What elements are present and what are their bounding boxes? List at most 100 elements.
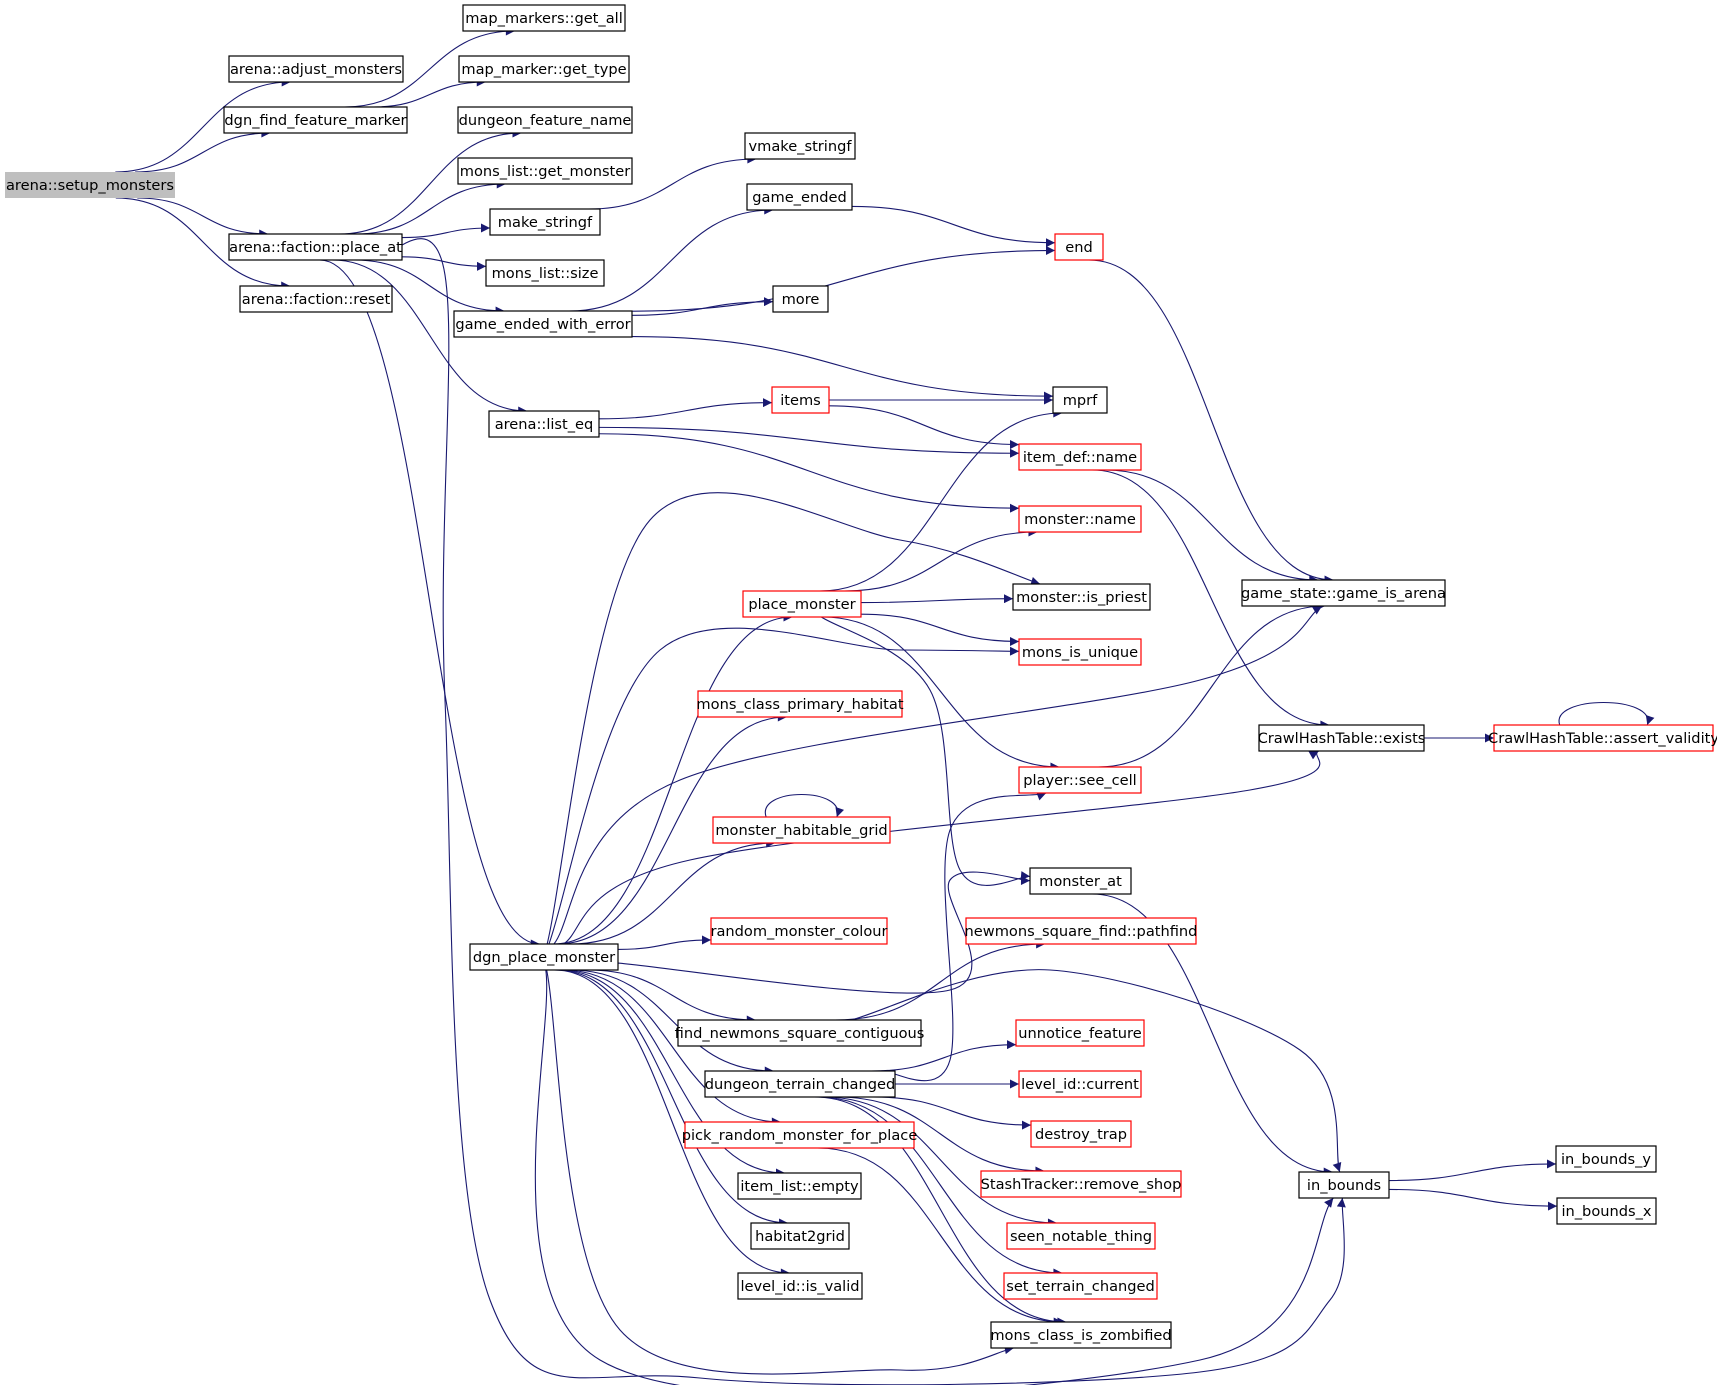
- node-label: level_id::is_valid: [740, 1278, 859, 1295]
- edge-dgn_place_monster-to-exists: [563, 750, 1321, 945]
- node-label: habitat2grid: [755, 1228, 845, 1245]
- node-see-cell[interactable]: player::see_cell: [1018, 766, 1142, 794]
- node-box: [744, 132, 856, 160]
- edge-place_at-to-make_stringf: [401, 223, 491, 239]
- node-label: item_list::empty: [740, 1178, 859, 1195]
- node-box: [697, 690, 903, 718]
- edge-place_monster-to-mons_is_unique: [860, 613, 1020, 646]
- edge-game_ended_with_error-to-game_ended: [569, 205, 774, 312]
- node-get-monster[interactable]: mons_list::get_monster: [457, 157, 633, 185]
- node-box: [1012, 583, 1151, 611]
- node-box: [228, 55, 404, 83]
- node-mons-is-unique[interactable]: mons_is_unique: [1018, 638, 1142, 666]
- node-level-id-is-valid[interactable]: level_id::is_valid: [737, 1272, 863, 1300]
- node-game-ended-with-error[interactable]: game_ended_with_error: [453, 310, 633, 338]
- node-pick-random-monster-for-place[interactable]: pick_random_monster_for_place: [682, 1121, 918, 1149]
- node-place-at[interactable]: arena::faction::place_at: [228, 233, 403, 261]
- node-setup-monsters[interactable]: arena::setup_monsters: [5, 172, 175, 198]
- node-label: player::see_cell: [1023, 772, 1136, 789]
- node-adjust-monsters[interactable]: arena::adjust_monsters: [228, 55, 404, 83]
- node-label: newmons_square_find::pathfind: [965, 923, 1198, 940]
- node-find-newmons-square-contiguous[interactable]: find_newmons_square_contiguous: [675, 1019, 925, 1047]
- node-label: arena::adjust_monsters: [230, 61, 402, 78]
- node-label: mons_list::get_monster: [460, 163, 631, 180]
- node-reset[interactable]: arena::faction::reset: [239, 285, 393, 313]
- node-box: [746, 183, 853, 211]
- node-monster-habitable-grid[interactable]: monster_habitable_grid: [712, 816, 891, 844]
- edge-dgn_place_monster-to-random_monster_colour: [617, 935, 712, 951]
- node-dgn-find-feature-marker[interactable]: dgn_find_feature_marker: [223, 106, 408, 134]
- node-label: place_monster: [748, 596, 855, 613]
- node-label: arena::faction::reset: [242, 291, 391, 308]
- edge-dgn_place_monster-to-is_priest: [546, 492, 1041, 945]
- node-seen-notable-thing[interactable]: seen_notable_thing: [1006, 1222, 1156, 1250]
- node-assert-validity[interactable]: CrawlHashTable::assert_validity: [1488, 724, 1717, 752]
- node-level-id-current[interactable]: level_id::current: [1018, 1070, 1142, 1098]
- node-mons-class-primary-habitat[interactable]: mons_class_primary_habitat: [696, 690, 904, 718]
- node-label: random_monster_colour: [710, 923, 887, 940]
- edge-dungeon_terrain_changed-to-seen_notable_thing: [824, 1096, 1057, 1228]
- node-label: set_terrain_changed: [1006, 1278, 1155, 1295]
- edge-game_ended_with_error-to-end: [631, 245, 1056, 312]
- edge-place_at-to-in_bounds: [375, 238, 1346, 1385]
- node-in-bounds-x[interactable]: in_bounds_x: [1556, 1197, 1657, 1225]
- node-dungeon-terrain-changed[interactable]: dungeon_terrain_changed: [704, 1070, 896, 1098]
- node-label: CrawlHashTable::exists: [1258, 730, 1426, 747]
- edge-setup_monsters-to-adjust_monsters: [115, 77, 291, 173]
- edge-monster_habitable_grid-to-monster_habitable_grid: [764, 794, 844, 818]
- edge-monster_at-to-in_bounds: [1091, 893, 1333, 1177]
- node-dgn-place-monster[interactable]: dgn_place_monster: [469, 943, 619, 971]
- edge-dgn_place_monster-to-mons_class_primary_habitat: [557, 712, 787, 945]
- node-destroy-trap[interactable]: destroy_trap: [1030, 1120, 1132, 1148]
- node-set-terrain-changed[interactable]: set_terrain_changed: [1003, 1272, 1158, 1300]
- edge-dgn_place_monster-to-mons_is_unique: [548, 627, 1020, 945]
- node-monster-at[interactable]: monster_at: [1029, 867, 1132, 895]
- node-is-priest[interactable]: monster::is_priest: [1012, 583, 1151, 611]
- node-more[interactable]: more: [772, 285, 829, 313]
- node-label: mons_class_primary_habitat: [696, 696, 903, 713]
- node-game-ended[interactable]: game_ended: [746, 183, 853, 211]
- node-label: arena::faction::place_at: [229, 239, 402, 256]
- node-box: [1555, 1145, 1657, 1173]
- node-box: [684, 1121, 915, 1149]
- node-end[interactable]: end: [1054, 233, 1104, 261]
- node-items[interactable]: items: [771, 386, 830, 414]
- node-item-def-name[interactable]: item_def::name: [1018, 443, 1142, 471]
- edge-items-to-item_def_name: [828, 405, 1020, 450]
- node-make-stringf[interactable]: make_stringf: [489, 208, 601, 236]
- node-monster-name[interactable]: monster::name: [1018, 505, 1142, 533]
- node-label: seen_notable_thing: [1010, 1228, 1152, 1245]
- node-random-monster-colour[interactable]: random_monster_colour: [710, 917, 888, 945]
- node-box: [1015, 1019, 1145, 1047]
- node-label: dungeon_terrain_changed: [705, 1076, 895, 1093]
- node-item-list-empty[interactable]: item_list::empty: [737, 1172, 862, 1200]
- node-box: [239, 285, 393, 313]
- node-label: game_ended: [752, 189, 846, 206]
- node-pathfind[interactable]: newmons_square_find::pathfind: [965, 917, 1198, 945]
- node-box: [228, 233, 403, 261]
- edge-place_at-to-get_monster: [354, 179, 506, 235]
- node-mons-class-is-zombified[interactable]: mons_class_is_zombified: [990, 1321, 1172, 1349]
- node-box: [5, 172, 175, 198]
- node-remove-shop[interactable]: StashTracker::remove_shop: [980, 1170, 1182, 1198]
- node-in-bounds[interactable]: in_bounds: [1298, 1171, 1390, 1199]
- node-label: end: [1065, 239, 1093, 256]
- edge-place_at-to-list_eq: [332, 259, 528, 416]
- node-habitat2grid[interactable]: habitat2grid: [750, 1222, 850, 1250]
- node-game-is-arena[interactable]: game_state::game_is_arena: [1241, 579, 1446, 607]
- node-box: [712, 816, 891, 844]
- node-dungeon-feature-name[interactable]: dungeon_feature_name: [457, 106, 633, 134]
- node-in-bounds-y[interactable]: in_bounds_y: [1555, 1145, 1657, 1173]
- node-mons-list-size[interactable]: mons_list::size: [485, 259, 605, 287]
- node-label: game_ended_with_error: [455, 316, 630, 333]
- node-place-monster[interactable]: place_monster: [742, 590, 862, 618]
- node-vmake-stringf[interactable]: vmake_stringf: [744, 132, 856, 160]
- node-get-all[interactable]: map_markers::get_all: [462, 4, 626, 32]
- node-unnotice-feature[interactable]: unnotice_feature: [1015, 1019, 1145, 1047]
- node-box: [1003, 1272, 1158, 1300]
- node-get-type[interactable]: map_marker::get_type: [458, 55, 630, 83]
- node-mprf[interactable]: mprf: [1052, 386, 1108, 414]
- node-label: dungeon_feature_name: [459, 112, 632, 129]
- node-list-eq[interactable]: arena::list_eq: [488, 410, 600, 438]
- node-exists[interactable]: CrawlHashTable::exists: [1258, 724, 1426, 752]
